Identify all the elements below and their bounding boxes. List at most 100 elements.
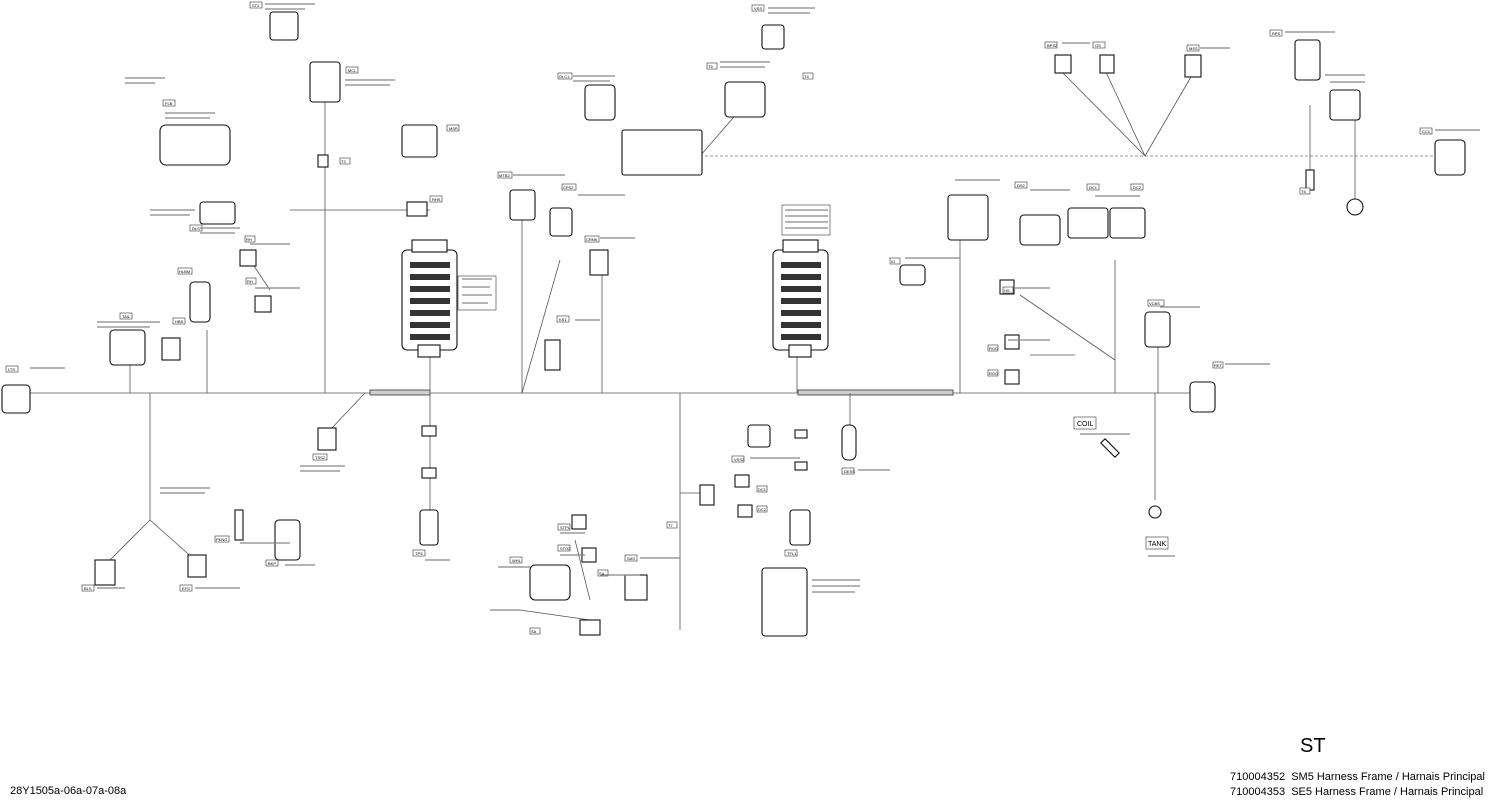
connector-efs <box>187 554 207 578</box>
ecm-connector-left <box>401 239 497 358</box>
svg-text:BPS2: BPS2 <box>1047 43 1058 48</box>
svg-text:VCBS: VCBS <box>1149 301 1160 306</box>
connector-sa <box>579 619 601 636</box>
connector-mcl <box>309 61 341 103</box>
connector-whl <box>529 564 571 601</box>
svg-text:TAIL: TAIL <box>122 314 131 319</box>
svg-text:IG: IG <box>891 259 895 264</box>
svg-text:RGO: RGO <box>989 346 998 351</box>
connector-ig <box>899 264 926 286</box>
svg-text:CC1: CC1 <box>1422 129 1431 134</box>
connector-inline-2 <box>421 425 437 437</box>
svg-text:HLBM: HLBM <box>179 269 190 274</box>
connector-instrument <box>761 567 808 637</box>
svg-text:OLC1: OLC1 <box>559 74 570 79</box>
connector-bkp <box>274 519 301 561</box>
connector-fuse-box <box>159 124 231 166</box>
svg-text:HS: HS <box>1004 288 1010 293</box>
connector-relay <box>724 81 766 118</box>
part-number: 710004353 <box>1230 786 1286 798</box>
connector-ret <box>1189 381 1216 413</box>
svg-text:DLS: DLS <box>192 226 200 231</box>
connector-coil <box>1100 438 1120 458</box>
connector-dc2 <box>1109 207 1146 239</box>
svg-text:MSR: MSR <box>449 126 458 131</box>
svg-text:LTS: LTS <box>8 367 15 372</box>
connector-pin <box>234 509 244 541</box>
svg-text:GS: GS <box>1095 43 1101 48</box>
connector-block <box>621 129 703 176</box>
connector-tail <box>109 329 146 366</box>
connector-rh2 <box>254 295 272 313</box>
svg-text:T4: T4 <box>804 74 809 79</box>
svg-text:DC1: DC1 <box>1089 185 1098 190</box>
tank-label: TANK <box>1148 541 1166 548</box>
connector-ground <box>1346 198 1364 216</box>
connector-knock <box>544 339 561 371</box>
part-line-1: 710004352 SM5 Harness Frame / Harnais Pr… <box>1230 771 1485 783</box>
svg-text:WHL: WHL <box>512 558 522 563</box>
svg-text:DC2: DC2 <box>758 507 767 512</box>
part-description: SE5 Harness Frame / Harnais Principal <box>1291 786 1484 798</box>
connector-inline-3 <box>421 467 437 479</box>
svg-text:SA: SA <box>531 629 537 634</box>
svg-text:STO2: STO2 <box>560 546 571 551</box>
connector-rps <box>1294 39 1321 81</box>
connector-inj <box>699 484 715 506</box>
connector-olc <box>584 84 616 121</box>
svg-text:SA: SA <box>599 571 605 576</box>
svg-text:T6: T6 <box>1301 189 1306 194</box>
connector-dc2b <box>737 504 753 518</box>
connector-bps <box>1054 54 1072 74</box>
svg-text:HBS: HBS <box>175 319 184 324</box>
description-blocks <box>30 3 1480 611</box>
connector-left-edge <box>1 384 31 414</box>
connector-cps <box>549 207 573 237</box>
svg-text:VSS2: VSS2 <box>734 457 745 462</box>
connector-msr <box>401 124 438 158</box>
svg-text:FLB: FLB <box>165 101 173 106</box>
svg-text:RH: RH <box>247 279 253 284</box>
connector-vcbs <box>1144 311 1171 348</box>
part-number: 710004352 <box>1230 771 1286 783</box>
connector-hbs <box>161 337 181 361</box>
connector-crnk <box>589 249 609 276</box>
connector-rhs <box>406 201 428 217</box>
svg-text:MSS: MSS <box>1189 46 1198 51</box>
svg-text:ST2: ST2 <box>252 3 260 8</box>
svg-text:EFS: EFS <box>182 586 190 591</box>
svg-text:STPL: STPL <box>560 525 571 530</box>
svg-text:VSS: VSS <box>754 6 762 11</box>
connector-stpl <box>571 514 587 530</box>
svg-text:DC2: DC2 <box>1133 185 1142 190</box>
connector-dps <box>1329 89 1361 121</box>
part-description: SM5 Harness Frame / Harnais Principal <box>1291 771 1485 783</box>
connector-sas <box>624 574 648 601</box>
svg-text:CRNK: CRNK <box>586 237 598 242</box>
svg-text:RET: RET <box>1214 363 1223 368</box>
tank-label-box: TANK <box>1145 536 1169 550</box>
svg-text:TPS: TPS <box>415 551 423 556</box>
svg-text:CPS2: CPS2 <box>563 185 574 190</box>
connector-rh <box>239 249 257 267</box>
connector-dc1 <box>1067 207 1109 239</box>
connector-inline-1 <box>317 154 329 168</box>
reference-tags: ST2 MCL MSR T3 FLB DLS RHS RH RH HLBM TA… <box>5 1 1433 635</box>
svg-text:RH: RH <box>246 237 252 242</box>
svg-text:TSS2: TSS2 <box>315 455 326 460</box>
svg-text:T3: T3 <box>341 159 346 164</box>
svg-text:DC1: DC1 <box>758 487 767 492</box>
svg-text:KS1: KS1 <box>559 317 567 322</box>
part-line-2: 710004353 SE5 Harness Frame / Harnais Pr… <box>1230 786 1483 798</box>
connector-dess-lug <box>841 424 857 461</box>
connector-tfp <box>789 509 811 546</box>
model-code: ST <box>1300 735 1326 757</box>
connector-tss <box>317 427 337 451</box>
drawing-code: 28Y1505a-06a-07a-08a <box>10 785 127 797</box>
connector-inline-4 <box>1305 169 1315 191</box>
svg-text:DS2: DS2 <box>1017 183 1026 188</box>
connector-diag <box>199 201 236 225</box>
connector-hlbeam <box>189 281 211 323</box>
connector-dsd <box>947 194 989 241</box>
connector-io2 <box>1019 214 1061 246</box>
